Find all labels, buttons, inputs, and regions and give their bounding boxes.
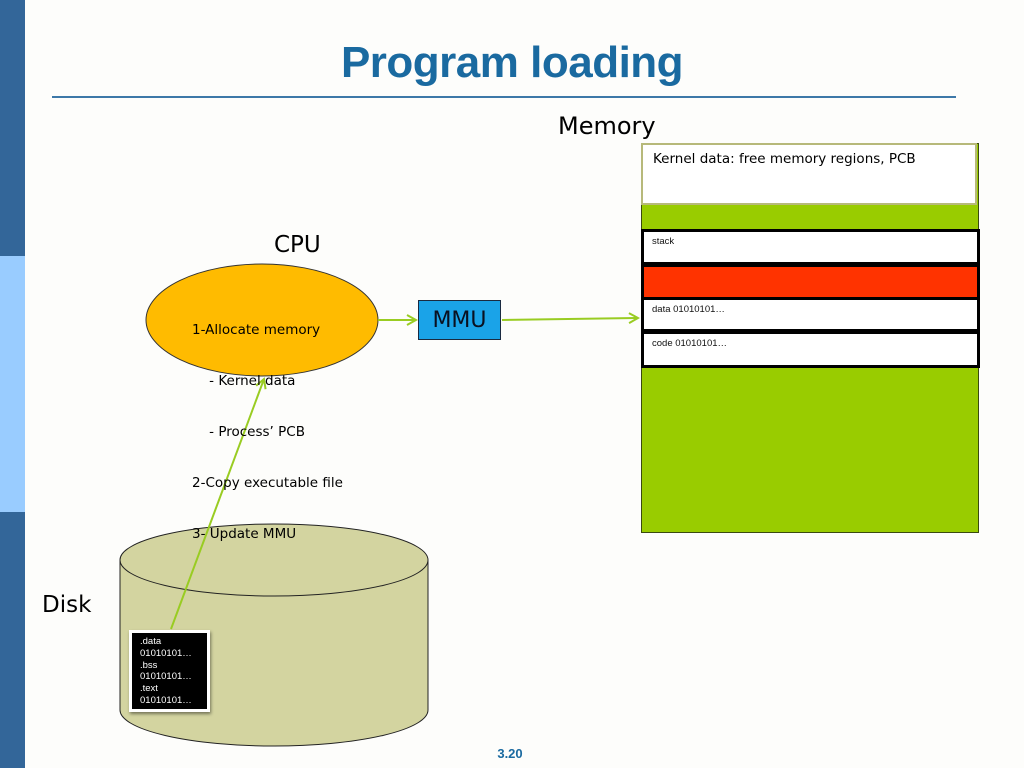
cpu-step: - Kernel data (192, 373, 296, 389)
cpu-step: 3- Update MMU (192, 526, 297, 542)
memory-segment-stack: stack (641, 229, 980, 265)
memory-segment-data: data 01010101… (641, 298, 980, 332)
cpu-steps: 1-Allocate memory - Kernel data - Proces… (192, 288, 343, 560)
memory-label: Memory (558, 112, 656, 140)
memory-segment-free (641, 264, 980, 300)
cpu-step: - Process’ PCB (192, 424, 305, 440)
disk-label: Disk (42, 592, 92, 618)
file-line: .text (140, 683, 158, 695)
file-line: 01010101… (140, 647, 192, 659)
sidebar-segment-top (0, 0, 25, 256)
cpu-step: 2-Copy executable file (192, 475, 343, 491)
memory-segment-code: code 01010101… (641, 331, 980, 368)
arrow-disk-to-cpu (170, 379, 264, 630)
slide-sidebar (0, 0, 25, 768)
sidebar-segment-bottom (0, 512, 25, 768)
mmu-box: MMU (418, 300, 501, 340)
cpu-label: CPU (274, 232, 321, 258)
arrow-mmu-to-memory (501, 318, 638, 320)
slide-title: Program loading (340, 38, 684, 87)
file-line: 01010101… (140, 694, 192, 706)
file-line: 01010101… (140, 671, 192, 683)
sidebar-segment-middle (0, 256, 25, 512)
title-divider (52, 96, 956, 98)
kernel-data-region: Kernel data: free memory regions, PCB (641, 143, 977, 205)
file-line: .data (140, 636, 162, 647)
cpu-step: 1-Allocate memory (192, 322, 321, 338)
page-number: 3.20 (497, 746, 523, 761)
executable-file: .data 01010101… .bss 01010101… .text 010… (129, 630, 210, 712)
file-line: .bss (140, 659, 158, 671)
mmu-label: MMU (432, 307, 487, 333)
